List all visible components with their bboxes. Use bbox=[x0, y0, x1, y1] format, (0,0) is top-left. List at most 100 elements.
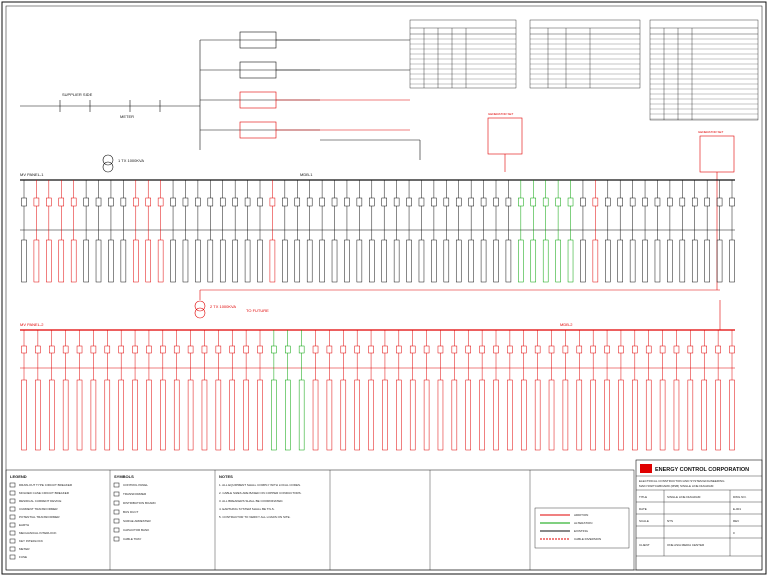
mdb-1-feeder bbox=[468, 180, 474, 283]
mdb-2-feeder bbox=[21, 330, 27, 451]
mdb-2-feeder bbox=[132, 330, 138, 451]
mdb-2-label: MDB-2 bbox=[560, 322, 573, 327]
mdb-1-feeder bbox=[629, 180, 636, 283]
symbols-list-item: TRANSFORMER bbox=[123, 492, 147, 496]
notes-list-item: 2. CABLE SIZES ARE BASED ON COPPER CONDU… bbox=[219, 491, 302, 495]
mdb-2-feeder bbox=[382, 330, 388, 451]
notes-list-item: 1. ALL EQUIPMENT SHALL COMPLY WITH LOCAL… bbox=[219, 483, 301, 487]
mdb-1-feeder bbox=[530, 180, 537, 283]
mdb-1-feeder bbox=[70, 180, 77, 283]
mdb-1-feeder bbox=[555, 180, 561, 283]
mdb-1-feeder bbox=[505, 180, 512, 283]
date-label: DATE bbox=[639, 507, 647, 511]
mdb-1-feeder bbox=[580, 180, 586, 283]
mdb-2-feeder bbox=[271, 330, 277, 451]
mdb-2-feeder bbox=[479, 330, 485, 451]
mdb-1-feeder bbox=[269, 180, 276, 283]
mdb-2-feeder bbox=[49, 330, 55, 451]
mdb-1-feeder bbox=[46, 180, 52, 283]
mdb-1-feeder bbox=[617, 180, 623, 283]
mdb-1-feeder bbox=[244, 180, 251, 283]
mdb-1-feeder bbox=[443, 180, 450, 283]
revision-legend bbox=[534, 507, 630, 549]
mdb-1-feeder bbox=[455, 180, 462, 283]
legend-symbol-icon bbox=[9, 490, 16, 496]
mdb-1-feeder bbox=[257, 180, 263, 283]
mdb-1-feeder bbox=[282, 180, 288, 283]
mdb-2-feeder bbox=[104, 330, 111, 451]
mdb-1-feeder bbox=[207, 180, 214, 283]
legend-area-border bbox=[5, 469, 635, 571]
mdb-1-feeder bbox=[33, 180, 40, 283]
company-subtitle-1: ELECTRICAL CONSTRUCTION AND SYSTEM ENGIN… bbox=[639, 479, 725, 483]
mdb-1-feeder bbox=[83, 180, 89, 283]
notes-list: 1. ALL EQUIPMENT SHALL COMPLY WITH LOCAL… bbox=[219, 483, 302, 519]
mdb-2-feeder bbox=[146, 330, 152, 451]
transformer-1-label: 1 TX 1000KVA bbox=[118, 158, 144, 163]
legend-symbol-icon bbox=[9, 498, 16, 504]
mdb-1-feeder bbox=[120, 180, 127, 283]
legend-symbol-icon bbox=[113, 527, 120, 533]
mdb-2-feeder bbox=[590, 330, 596, 451]
mdb-2-feeder bbox=[354, 330, 360, 451]
mdb-2-feeder bbox=[90, 330, 97, 451]
legend-list-item: RESIDUAL CURRENT DEVICE bbox=[19, 499, 61, 503]
mdb-2-feeder bbox=[687, 330, 694, 451]
legend-symbol-icon bbox=[113, 536, 120, 542]
mdb-2-feeder bbox=[409, 330, 416, 451]
red-interconnect bbox=[199, 289, 721, 330]
mdb-2-feeder bbox=[312, 330, 319, 451]
schedule-table-rows bbox=[410, 38, 758, 120]
symbols-list-item: BUS DUCT bbox=[123, 510, 139, 514]
mdb-2-feeder bbox=[618, 330, 624, 451]
mdb-2-feeder bbox=[187, 330, 194, 451]
legend-symbol-icon bbox=[9, 522, 16, 528]
legend-list-item: CURRENT TRANSFORMER bbox=[19, 507, 58, 511]
mdb-1-feeder bbox=[170, 180, 176, 283]
notes-list-item: 3. ALL BREAKERS SHALL BE COORDINATED. bbox=[219, 499, 283, 503]
mdb-1-feeder bbox=[592, 180, 599, 283]
mdb-2-feeder bbox=[215, 330, 222, 451]
mdb-1-feeder bbox=[95, 180, 102, 283]
notes-title: NOTES bbox=[219, 474, 233, 479]
schedule-table-1 bbox=[409, 19, 517, 89]
legend-symbol-icon bbox=[9, 546, 16, 552]
legend-symbol-icon bbox=[9, 530, 16, 536]
mdb-2-feeder bbox=[229, 330, 235, 451]
mdb-1-feeder bbox=[518, 180, 524, 283]
mdb-2-feeder bbox=[604, 330, 610, 451]
mdb-1-label: MDB-1 bbox=[300, 172, 313, 177]
mdb-1-feeder bbox=[431, 180, 437, 283]
mdb-2-feeder bbox=[548, 330, 555, 451]
mdb-2-feeder bbox=[423, 330, 430, 451]
legend-symbol-icon bbox=[113, 491, 120, 497]
mdb-2-feeder bbox=[521, 330, 527, 451]
mdb-1-feeder bbox=[493, 180, 499, 283]
mdb-2-feeder bbox=[534, 330, 541, 451]
mdb-2-feeder bbox=[701, 330, 707, 451]
mdb-1-feeder bbox=[393, 180, 400, 283]
dwg-label: DWG NO. bbox=[733, 495, 747, 499]
mdb-1-feeder bbox=[331, 180, 338, 283]
legend-symbol-icon bbox=[9, 554, 16, 560]
mv-panel-2-label: MV PANEL-2 bbox=[20, 322, 44, 327]
mdb-2-feeder bbox=[285, 330, 291, 451]
rev-label: REV bbox=[733, 519, 739, 523]
mdb-2-feeder bbox=[201, 330, 208, 451]
mdb-2-feeder bbox=[437, 330, 444, 451]
mdb-2-feeder bbox=[243, 330, 249, 451]
symbols-list-item: CAPACITOR BANK bbox=[123, 528, 149, 532]
mdb-2-feeder bbox=[729, 330, 735, 451]
mdb-2-feeder bbox=[298, 330, 305, 451]
mdb-1-feeder bbox=[58, 180, 65, 283]
mdb-2-feeders bbox=[21, 330, 735, 451]
mdb-2-feeder bbox=[118, 330, 124, 451]
revision-cable-diversion: CABLE DIVERSION bbox=[574, 537, 601, 541]
legend-symbol-icon bbox=[113, 482, 120, 488]
mdb-1-feeder bbox=[294, 180, 301, 283]
mv-cubicles bbox=[239, 31, 421, 160]
mdb-1-feeders bbox=[21, 180, 735, 283]
transformer-1 bbox=[102, 154, 114, 173]
company-name: ENERGY CONTROL CORPORATION bbox=[655, 467, 749, 473]
